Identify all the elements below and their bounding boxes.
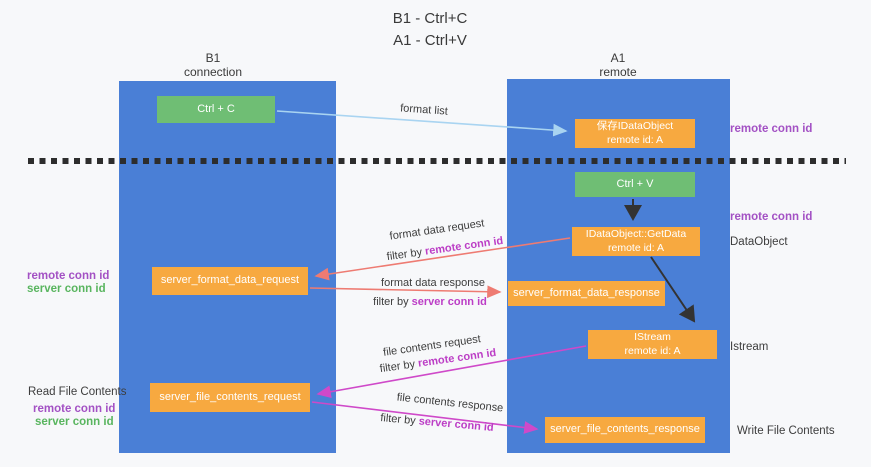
dataobject-annotation: DataObject: [730, 236, 788, 248]
right-lane-subname: remote: [599, 65, 637, 80]
ctrl-v-label: Ctrl + V: [616, 177, 654, 190]
remote-conn-id-annotation-mid: remote conn id: [730, 211, 813, 223]
filter-by-text: filter by: [379, 357, 419, 376]
right-lane-name: A1: [610, 51, 626, 65]
write-file-contents-annotation: Write File Contents: [737, 425, 835, 437]
title-line-1: B1 - Ctrl+C: [392, 10, 468, 27]
server-file-contents-response-box: server_file_contents_response: [545, 417, 705, 443]
filter-by-text: filter by: [373, 296, 412, 308]
server-file-contents-response-label: server_file_contents_response: [550, 423, 700, 436]
server-format-data-response-box: server_format_data_response: [508, 281, 665, 306]
format-data-response-label: format data response: [381, 277, 485, 289]
ctrl-c-box: Ctrl + C: [157, 96, 275, 123]
left-lane-header: B1 connection: [184, 51, 242, 79]
server-file-contents-request-box: server_file_contents_request: [150, 383, 310, 412]
diagram-title: B1 - Ctrl+C A1 - Ctrl+V: [393, 8, 468, 52]
filter-by-server-conn-id-label-1: filter by server conn id: [373, 296, 487, 308]
server-conn-id-annotation-left-mid: server conn id: [27, 283, 106, 295]
filter-by-text: filter by: [379, 412, 420, 428]
server-format-data-response-label: server_format_data_response: [513, 286, 660, 299]
server-format-data-request-label: server_format_data_request: [160, 274, 300, 287]
idataobject-getdata-box: IDataObject::GetData remote id: A: [572, 227, 700, 256]
remote-conn-id-annotation-left-mid: remote conn id: [27, 270, 110, 282]
title-line-2: A1 - Ctrl+V: [393, 31, 467, 49]
server-format-data-request-box: server_format_data_request: [152, 267, 308, 295]
server-file-contents-request-label: server_file_contents_request: [159, 390, 301, 403]
save-idataobject-line2: remote id: A: [606, 133, 664, 146]
read-file-contents-annotation: Read File Contents: [28, 386, 127, 398]
server-conn-id-annotation-left-bottom: server conn id: [35, 416, 114, 428]
remote-conn-id-annotation-left-bottom: remote conn id: [33, 403, 116, 415]
save-idataobject-box: 保存IDataObject remote id: A: [575, 119, 695, 148]
idataobject-getdata-line2: remote id: A: [607, 241, 665, 254]
left-lane-name: B1: [205, 51, 221, 65]
istream-line1: IStream: [634, 331, 671, 344]
save-idataobject-line1: 保存IDataObject: [596, 120, 674, 133]
left-lane-subname: connection: [183, 65, 243, 80]
remote-conn-id-annotation-top: remote conn id: [730, 123, 813, 135]
istream-box: IStream remote id: A: [588, 330, 717, 359]
dashed-separator: [28, 158, 846, 164]
ctrl-c-label: Ctrl + C: [197, 102, 235, 115]
filter-by-server-conn-id-label-2: filter by server conn id: [380, 412, 494, 434]
istream-annotation: Istream: [730, 341, 769, 353]
server-conn-id-text: server conn id: [411, 296, 487, 308]
right-lane-header: A1 remote: [599, 51, 636, 79]
idataobject-getdata-line1: IDataObject::GetData: [585, 228, 687, 241]
format-list-label: format list: [399, 102, 449, 118]
remote-conn-id-text: remote conn id: [424, 234, 504, 258]
ctrl-v-box: Ctrl + V: [575, 172, 695, 197]
file-contents-response-label: file contents response: [396, 391, 504, 415]
istream-line2: remote id: A: [624, 344, 681, 357]
filter-by-text: filter by: [386, 245, 426, 264]
server-conn-id-text: server conn id: [418, 415, 495, 434]
